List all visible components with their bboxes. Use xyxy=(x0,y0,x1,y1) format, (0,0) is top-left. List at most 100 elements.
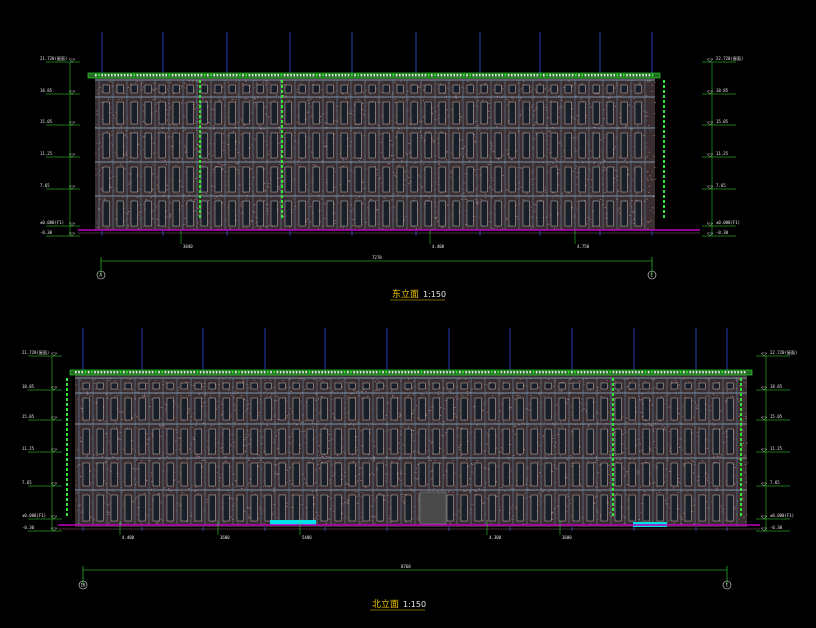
brick-speckle xyxy=(234,421,236,423)
baluster xyxy=(184,74,187,77)
brick-speckle xyxy=(136,514,138,515)
brick-speckle xyxy=(240,126,243,127)
brick-speckle xyxy=(391,199,393,201)
brick-speckle xyxy=(585,184,587,186)
brick-speckle xyxy=(261,159,264,161)
brick-speckle xyxy=(376,199,378,201)
brick-speckle xyxy=(109,81,112,82)
brick-speckle xyxy=(312,81,314,82)
brick-speckle xyxy=(278,126,280,128)
brick-speckle xyxy=(250,220,252,222)
brick-speckle xyxy=(247,507,249,508)
brick-speckle xyxy=(457,427,459,429)
brick-speckle xyxy=(185,151,187,153)
brick-speckle xyxy=(258,124,260,126)
brick-speckle xyxy=(373,445,376,447)
brick-speckle xyxy=(181,109,183,111)
brick-speckle xyxy=(392,396,394,398)
brick-speckle xyxy=(409,122,411,124)
brick-speckle xyxy=(450,172,453,174)
brick-speckle xyxy=(647,179,649,181)
window xyxy=(592,84,600,94)
brick-speckle xyxy=(128,183,130,185)
brick-speckle xyxy=(612,515,614,517)
brick-speckle xyxy=(110,141,112,143)
brick-speckle xyxy=(270,197,272,199)
brick-speckle xyxy=(232,98,234,100)
brick-speckle xyxy=(577,123,579,125)
brick-speckle xyxy=(455,97,458,99)
brick-speckle xyxy=(319,97,321,99)
brick-speckle xyxy=(151,129,153,131)
window xyxy=(452,166,460,193)
baluster xyxy=(629,74,631,77)
brick-speckle xyxy=(399,165,401,166)
brick-speckle xyxy=(616,199,618,201)
brick-speckle xyxy=(201,127,203,128)
brick-speckle xyxy=(648,191,650,193)
baluster xyxy=(632,74,635,77)
baluster xyxy=(555,74,558,77)
brick-speckle xyxy=(253,102,255,104)
baluster xyxy=(232,74,235,77)
brick-speckle xyxy=(183,194,185,196)
level-symbol-right xyxy=(706,153,714,158)
window xyxy=(466,84,474,94)
brick-speckle xyxy=(198,88,200,90)
brick-speckle xyxy=(395,389,397,391)
brick-speckle xyxy=(507,153,509,155)
brick-speckle xyxy=(311,125,313,127)
brick-speckle xyxy=(136,481,138,483)
brick-speckle xyxy=(535,131,537,133)
brick-speckle xyxy=(198,456,200,457)
brick-speckle xyxy=(423,169,426,171)
brick-speckle xyxy=(100,91,102,93)
brick-speckle xyxy=(262,421,264,423)
brick-speckle xyxy=(325,146,328,148)
brick-speckle xyxy=(519,396,521,397)
brick-speckle xyxy=(635,407,637,409)
brick-speckle xyxy=(734,482,736,484)
brick-speckle xyxy=(447,204,449,206)
brick-speckle xyxy=(235,140,237,142)
brick-speckle xyxy=(266,394,268,396)
brick-speckle xyxy=(453,93,455,95)
green-trim-segment xyxy=(199,150,201,153)
brick-speckle xyxy=(430,460,432,461)
green-trim-segment xyxy=(199,115,201,118)
window xyxy=(382,84,390,94)
brick-speckle xyxy=(258,198,260,200)
brick-speckle xyxy=(253,205,255,206)
brick-speckle xyxy=(299,468,301,470)
brick-speckle xyxy=(239,191,241,193)
brick-speckle xyxy=(288,100,290,102)
brick-speckle xyxy=(231,434,233,435)
brick-speckle xyxy=(579,483,582,485)
brick-speckle xyxy=(614,455,616,457)
brick-speckle xyxy=(592,131,594,133)
brick-speckle xyxy=(574,118,576,120)
brick-speckle xyxy=(377,134,379,136)
brick-speckle xyxy=(357,428,360,430)
baluster xyxy=(469,74,471,77)
brick-speckle xyxy=(141,217,143,219)
brick-speckle xyxy=(266,144,268,146)
brick-speckle xyxy=(469,490,471,492)
green-vertical-trim xyxy=(199,80,665,218)
brick-speckle xyxy=(138,214,140,216)
brick-speckle xyxy=(222,378,224,380)
baluster xyxy=(319,74,321,77)
brick-speckle xyxy=(535,91,538,93)
brick-speckle xyxy=(430,442,432,444)
brick-speckle xyxy=(123,154,125,155)
baluster xyxy=(104,74,107,77)
brick-speckle xyxy=(664,475,667,477)
brick-speckle xyxy=(95,462,97,464)
brick-speckle xyxy=(648,151,650,153)
brick-speckle xyxy=(358,473,361,475)
brick-speckle xyxy=(137,174,139,176)
brick-speckle xyxy=(595,495,597,497)
brick-speckle xyxy=(345,483,347,485)
